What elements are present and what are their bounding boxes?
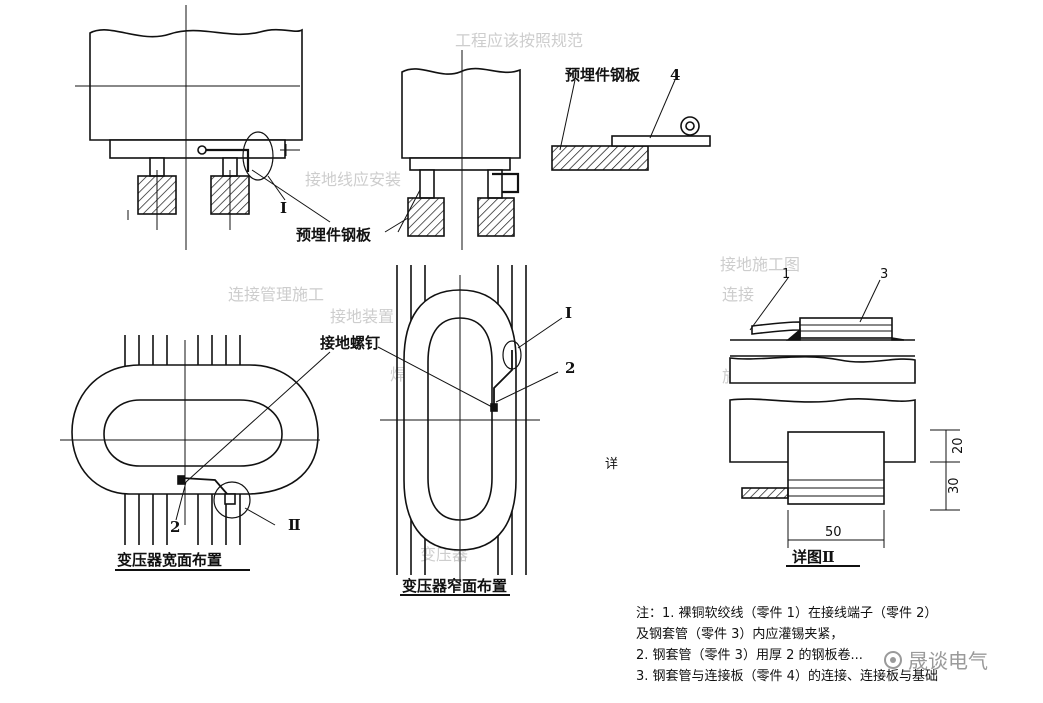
detail-part-1-number: 1 xyxy=(782,267,790,282)
dimension-30: 30 xyxy=(947,477,962,494)
embedded-plate-label-right: 预埋件钢板 xyxy=(565,66,641,84)
callout-I-label-right: I xyxy=(565,304,572,322)
part-2-number-left: 2 xyxy=(170,518,180,536)
detail-part-3-number: 3 xyxy=(880,267,888,282)
watermark: 晟谈电气 xyxy=(884,645,988,674)
dimension-20: 20 xyxy=(951,437,966,454)
watermark-text: 晟谈电气 xyxy=(908,649,988,673)
note-line-3: 2. 钢套管（零件 3）用厚 2 的钢板卷... xyxy=(636,648,863,663)
wide-face-caption: 变压器宽面布置 xyxy=(117,551,222,569)
svg-text:连接管理施工: 连接管理施工 xyxy=(228,285,324,304)
top-right-plate-detail xyxy=(551,79,711,171)
top-middle-front-view xyxy=(384,50,521,250)
top-left-side-view xyxy=(75,5,331,250)
note-line-2: 及钢套管（零件 3）内应灌锡夹紧， xyxy=(636,627,844,642)
wide-face-layout xyxy=(60,335,331,571)
note-line-4: 3. 钢套管与连接板（零件 4）的连接、连接板与基础 xyxy=(636,669,938,684)
notes-block: 注：1. 裸铜软绞线（零件 1）在接线端子（零件 2） 及钢套管（零件 3）内应… xyxy=(636,603,1036,687)
callout-I-label-top: I xyxy=(280,199,287,217)
camera-icon xyxy=(884,650,902,669)
embedded-plate-label-left: 预埋件钢板 xyxy=(296,226,372,244)
callout-II-label: Ⅱ xyxy=(288,516,301,534)
note-line-1: 注：1. 裸铜软绞线（零件 1）在接线端子（零件 2） xyxy=(636,606,938,621)
part-2-number-right: 2 xyxy=(565,359,575,377)
part-4-number: 4 xyxy=(670,66,680,84)
svg-text:接地装置: 接地装置 xyxy=(330,307,394,326)
dimension-50: 50 xyxy=(825,525,842,540)
narrow-face-caption: 变压器窄面布置 xyxy=(402,577,507,595)
detail-marker: 详 xyxy=(605,457,618,472)
narrow-face-layout xyxy=(377,265,563,596)
detail-II-drawing xyxy=(729,277,960,567)
svg-text:连接: 连接 xyxy=(722,285,754,304)
svg-text:接地施工图: 接地施工图 xyxy=(720,255,800,274)
detail-II-caption: 详图Ⅱ xyxy=(792,548,835,566)
grounding-screw-label: 接地螺钉 xyxy=(320,334,380,352)
svg-text:接地线应安装: 接地线应安装 xyxy=(305,170,401,189)
svg-text:工程应该按照规范: 工程应该按照规范 xyxy=(455,31,583,50)
